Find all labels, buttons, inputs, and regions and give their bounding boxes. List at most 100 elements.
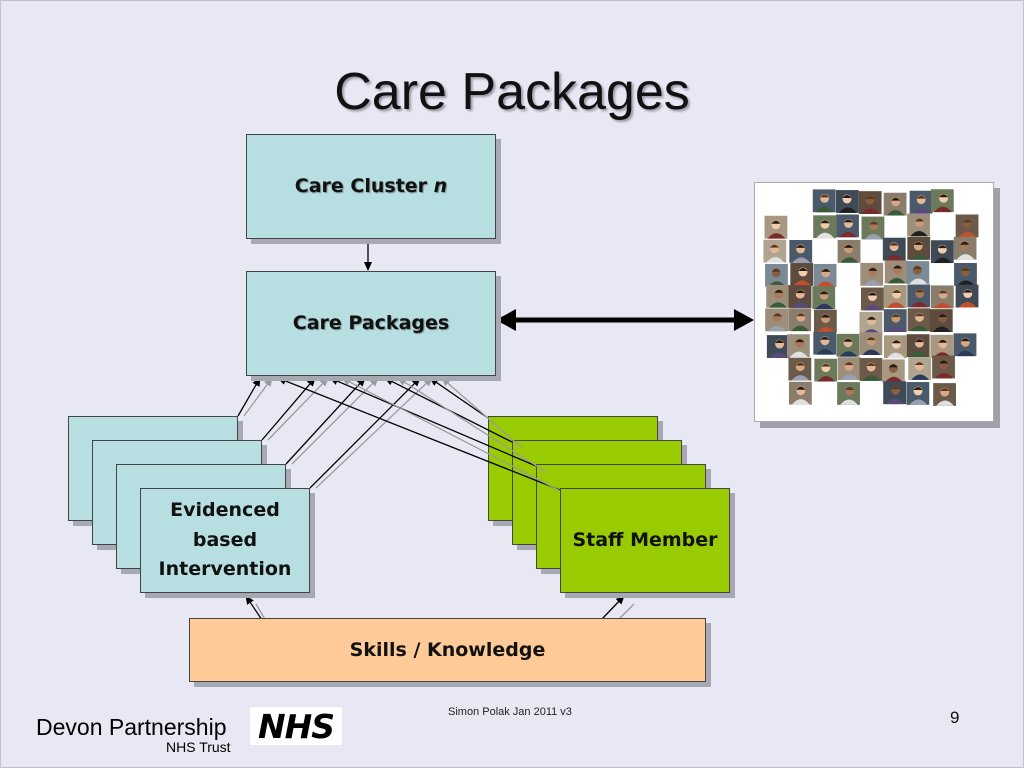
portrait-tile (908, 357, 932, 380)
portrait-tile (766, 335, 790, 358)
skills-to-staff-arrow (601, 595, 625, 620)
portrait-tile (907, 284, 931, 308)
intervention-arrow-3 (285, 377, 366, 465)
org-name: Devon Partnership (36, 714, 227, 740)
portrait-tile (788, 308, 812, 332)
intervention-arrow-2 (261, 377, 316, 441)
care-packages-box: Care Packages (246, 271, 496, 376)
portrait-tile (883, 285, 907, 308)
portrait-tile (906, 382, 930, 405)
intervention-arrow-4 (309, 377, 421, 489)
portrait-tile (933, 383, 957, 406)
portrait-tile (837, 357, 861, 381)
portrait-tile (883, 335, 907, 359)
photo-collage-image (763, 189, 979, 406)
portrait-tile (858, 191, 882, 214)
portrait-tile (813, 263, 837, 287)
portrait-tile (813, 309, 837, 333)
portrait-tile (790, 263, 814, 286)
portrait-tile (836, 214, 859, 238)
intervention-arrow-grey-3 (291, 377, 379, 465)
care-cluster-box: Care Cluster n (246, 134, 496, 239)
portrait-tile (884, 260, 908, 284)
portrait-tile (861, 216, 885, 240)
portrait-tile (837, 382, 860, 405)
portrait-tile (812, 286, 836, 310)
portrait-tile (954, 262, 977, 286)
portrait-tile (765, 263, 788, 287)
portrait-tile (930, 334, 954, 358)
portrait-tile (907, 213, 930, 237)
intervention-arrow-grey-2 (267, 377, 329, 441)
portrait-tile (907, 236, 931, 260)
portrait-tile (859, 311, 883, 335)
portrait-tile (766, 284, 790, 308)
intervention-arrow-1 (237, 377, 261, 417)
portrait-tile (883, 309, 907, 332)
skills-knowledge-label: Skills / Knowledge (349, 638, 546, 661)
portrait-tile (763, 239, 787, 263)
skills-knowledge-box: Skills / Knowledge (189, 618, 706, 682)
portrait-tile (836, 333, 860, 357)
portrait-tile (813, 215, 837, 239)
portrait-tile (930, 285, 954, 309)
portrait-tile (861, 287, 884, 311)
care-cluster-n: n (433, 175, 448, 198)
portrait-tile (930, 189, 954, 213)
portrait-tile (788, 357, 812, 381)
portrait-tile (909, 190, 933, 214)
double-arrow-right-head (734, 309, 754, 331)
portrait-tile (837, 239, 861, 263)
staff-member-box: Staff Member (560, 488, 730, 593)
portrait-tile (953, 236, 977, 260)
portrait-tile (788, 381, 812, 405)
page-number: 9 (950, 708, 960, 727)
portrait-tile (789, 239, 813, 263)
portrait-tile (813, 331, 837, 355)
portrait-tile (859, 332, 883, 356)
staff-arrow-1 (429, 377, 489, 419)
nhs-logo-text: NHS (257, 706, 335, 746)
portrait-tile (812, 189, 836, 213)
portrait-tile (883, 192, 907, 216)
portrait-tile (814, 358, 838, 382)
portrait-tile (786, 334, 810, 358)
portrait-tile (859, 358, 883, 381)
staff-photo-collage (754, 182, 994, 422)
portrait-tile (860, 262, 884, 286)
portrait-tile (882, 237, 906, 261)
portrait-tile (835, 190, 859, 213)
skills-to-intervention-arrow (245, 595, 263, 621)
portrait-tile (929, 309, 953, 332)
portrait-tile (906, 261, 930, 284)
portrait-tile (765, 308, 788, 332)
intervention-arrow-grey-4 (315, 377, 433, 489)
portrait-tile (955, 284, 979, 308)
portrait-tile (906, 334, 930, 357)
portrait-tile (788, 285, 812, 308)
portrait-tile (881, 359, 905, 383)
intervention-arrow-grey-1 (243, 377, 273, 417)
intervention-label: Evidenced based Intervention (159, 496, 292, 584)
portrait-tile (955, 214, 979, 238)
nhs-logo: NHS (250, 706, 342, 746)
intervention-line-2: based (192, 528, 258, 551)
care-cluster-text: Care Cluster (294, 175, 434, 198)
org-subtitle: NHS Trust (166, 739, 231, 755)
care-packages-label: Care Packages (292, 312, 450, 335)
portrait-tile (907, 308, 931, 332)
staff-member-label: Staff Member (572, 529, 718, 552)
portrait-tile (883, 381, 907, 405)
portrait-tile (932, 355, 955, 379)
double-arrow-left-head (496, 309, 516, 331)
intervention-box: Evidenced based Intervention (140, 488, 310, 593)
care-cluster-label: Care Cluster n (295, 172, 447, 201)
portrait-tile (953, 333, 977, 357)
intervention-line-3: Intervention (158, 558, 292, 581)
portrait-tile (930, 240, 954, 264)
intervention-line-1: Evidenced (170, 499, 280, 522)
portrait-tile (764, 215, 788, 239)
slide-title: Care Packages (334, 63, 690, 121)
footer-author: Simon Polak Jan 2011 v3 (448, 706, 572, 718)
